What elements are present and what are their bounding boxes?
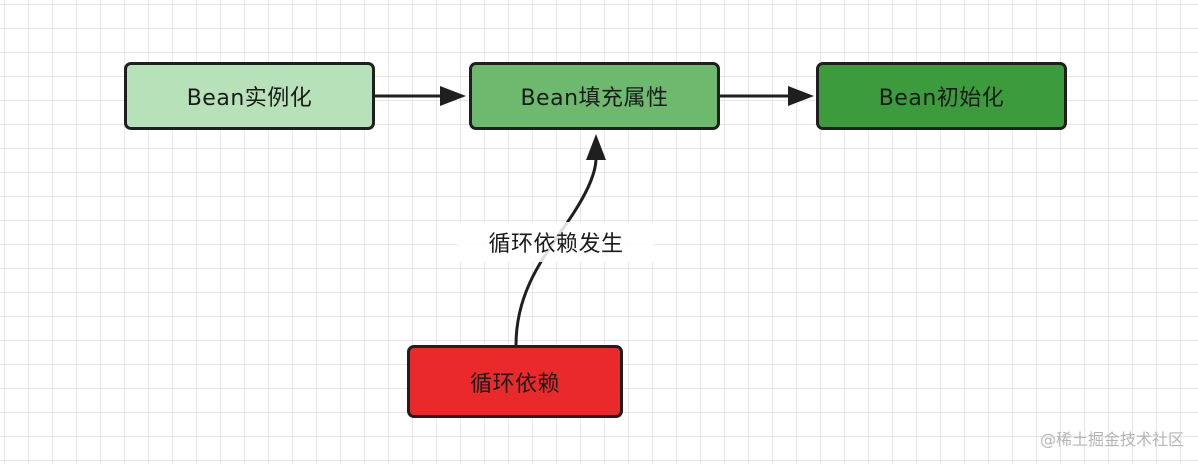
node-bean-populate-properties[interactable]: Bean填充属性 [469,62,720,130]
arrowhead-instantiate-to-populate [440,86,466,106]
node-circular-dependency[interactable]: 循环依赖 [407,345,623,418]
watermark: @稀土掘金技术社区 [1039,430,1184,449]
edge-label-circular-dependency-occurs: 循环依赖发生 [458,222,654,262]
node-bean-initialize[interactable]: Bean初始化 [816,62,1067,130]
node-bean-instantiate[interactable]: Bean实例化 [124,62,375,130]
arrowhead-populate-to-initialize [788,86,814,106]
arrowhead-circular-to-populate [586,134,606,160]
